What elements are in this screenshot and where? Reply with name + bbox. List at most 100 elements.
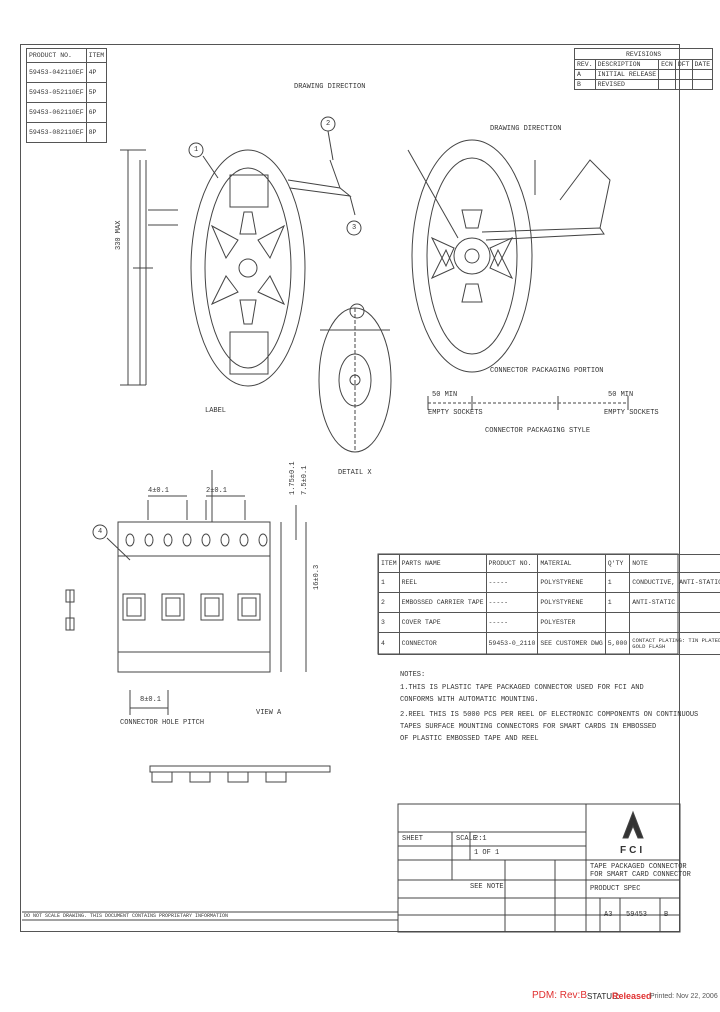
tape-exit [287, 179, 352, 197]
parts-table-cell [604, 612, 631, 633]
fifty-min-label: 50 MIN [432, 391, 458, 399]
dimension-label: 4±0.1 [148, 487, 170, 495]
scale-value: 2:1 [474, 835, 487, 843]
reel-outline [190, 149, 306, 387]
parts-table-header: ITEM [378, 554, 400, 573]
tape-profile [149, 765, 331, 773]
product-table-cell: 59453-082110EF [26, 122, 87, 143]
fci-logo [622, 810, 644, 839]
parts-table-cell: ----- [485, 572, 539, 593]
doc-type: PRODUCT SPEC [590, 885, 641, 893]
parts-table-cell: SEE CUSTOMER DWG [537, 632, 606, 655]
parts-table-header: MATERIAL [537, 554, 606, 573]
parts-table-header: Q'TY [604, 554, 631, 573]
parts-table-cell: ----- [485, 612, 539, 633]
parts-table-cell: CONDUCTIVE, ANTI-STATIC [629, 572, 720, 593]
parts-table-cell: EMBOSSED CARRIER TAPE [398, 592, 487, 613]
note-line: OF PLASTIC EMBOSSED TAPE AND REEL [400, 735, 539, 743]
connector-pocket [237, 593, 261, 621]
dimension-label: 8±0.1 [140, 696, 162, 704]
connector-hole-pitch-label: CONNECTOR HOLE PITCH [120, 719, 205, 727]
title-line-1: TAPE PACKAGED CONNECTOR [590, 863, 687, 871]
brand-name: FCI [620, 845, 646, 856]
parts-table-cell: 1 [604, 572, 631, 593]
parts-table-cell: 1 [378, 572, 400, 593]
parts-table-cell: 1 [604, 592, 631, 613]
parts-table-cell: POLYESTER [537, 612, 606, 633]
note-line: 1.THIS IS PLASTIC TAPE PACKAGED CONNECTO… [400, 684, 644, 692]
reel-diameter-label: 330 MAX [115, 220, 123, 250]
callout-number: 3 [352, 224, 357, 232]
connector-packaging-style-label: CONNECTOR PACKAGING STYLE [485, 427, 591, 435]
printed-date: Printed: Nov 22, 2006 [650, 993, 718, 1000]
parts-table-cell [629, 612, 720, 633]
connector-packaging-portion-label: CONNECTOR PACKAGING PORTION [490, 367, 604, 375]
label-area [229, 331, 269, 375]
note-line: TAPES SURFACE MOUNTING CONNECTORS FOR SM… [400, 723, 657, 731]
product-table-cell: 8P [85, 122, 108, 143]
parts-table-cell: COVER TAPE [398, 612, 487, 633]
reel-inner-flange [204, 167, 292, 369]
parts-table-cell: POLYSTYRENE [537, 572, 606, 593]
carrier-tape [117, 521, 271, 673]
note-line: CONFORMS WITH AUTOMATIC MOUNTING. [400, 696, 539, 704]
reel-spoke-cutout [239, 211, 257, 235]
empty-sockets-label: EMPTY SOCKETS [428, 409, 483, 417]
notes-title: NOTES: [400, 671, 426, 679]
drawing-sheet-border [20, 44, 680, 932]
parts-table-header: PARTS NAME [398, 554, 487, 573]
reel-spoke-cutout [210, 224, 239, 260]
callout-number: 2 [326, 120, 331, 128]
callout-number: 4 [98, 528, 103, 536]
reel-spoke-cutout [257, 275, 286, 306]
revisions-cell: REVISED [594, 79, 660, 90]
note-line: 2.REEL THIS IS 5000 PCS PER REEL OF ELEC… [400, 711, 699, 719]
callout-number: 1 [194, 146, 199, 154]
status-value: Released [612, 991, 652, 1001]
drawing-direction-label: DRAWING DIRECTION [294, 83, 366, 91]
parts-table-header: PRODUCT NO. [485, 554, 539, 573]
parts-table-cell: POLYSTYRENE [537, 592, 606, 613]
parts-table-cell: ANTI-STATIC [629, 592, 720, 613]
reel-spoke-cutout [210, 275, 239, 306]
dimension-label: 1.75±0.1 [289, 461, 297, 495]
reel-spoke-cutout [257, 224, 286, 260]
reel-hub [238, 258, 258, 278]
drawing-revision: B [664, 911, 669, 919]
proprietary-note: DO NOT SCALE DRAWING. THIS DOCUMENT CONT… [24, 913, 229, 919]
sheet-label: SHEET [402, 835, 424, 843]
label-text: LABEL [205, 407, 227, 415]
tape-exit-right [481, 227, 605, 241]
connector-pocket [122, 593, 146, 621]
reel-window [229, 174, 269, 208]
empty-sockets-label: EMPTY SOCKETS [604, 409, 659, 417]
dimension-label: 2±0.1 [206, 487, 228, 495]
view-a-label: VIEW A [256, 709, 282, 717]
fifty-min-label: 50 MIN [608, 391, 634, 399]
parts-table-cell: CONNECTOR [398, 632, 487, 655]
sheet-size: A3 [604, 911, 613, 919]
parts-table-header: NOTE [629, 554, 720, 573]
title-block-frame [397, 803, 681, 933]
parts-table-cell: REEL [398, 572, 487, 593]
dimension-label: 16±0.3 [313, 564, 321, 590]
reel-right-outline [411, 139, 533, 373]
see-note-label: SEE NOTE [470, 883, 504, 891]
parts-table-cell: 5,000 [604, 632, 631, 655]
parts-table: ITEM PARTS NAME PRODUCT NO. MATERIAL Q'T… [378, 554, 720, 655]
parts-table-cell: 4 [378, 632, 400, 655]
connector-pocket [200, 593, 224, 621]
sheet-value: 1 OF 1 [474, 849, 500, 857]
detail-x-label: DETAIL X [338, 469, 372, 477]
connector-pocket [161, 593, 185, 621]
reel-spoke-cutout [239, 299, 257, 325]
scale-label: SCALE [456, 835, 478, 843]
title-line-2: FOR SMART CARD CONNECTOR [590, 871, 691, 879]
status-label: STATUS: [587, 992, 620, 1001]
dimension-label: 7.5±0.1 [301, 465, 309, 495]
parts-table-cell: 2 [378, 592, 400, 613]
drawing-direction-label: DRAWING DIRECTION [490, 125, 562, 133]
